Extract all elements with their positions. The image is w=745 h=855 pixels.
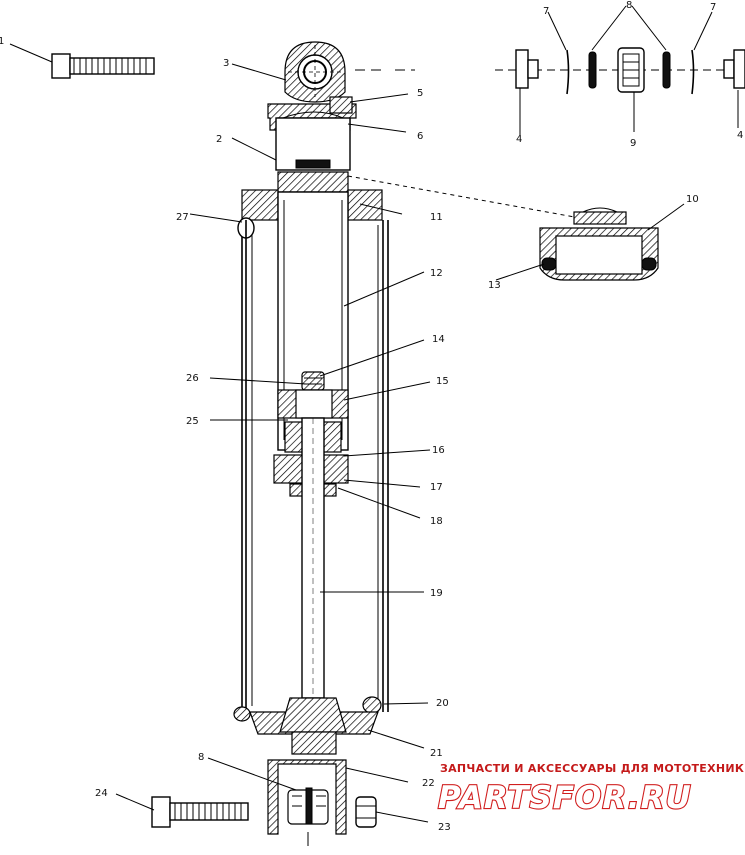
top-eyelet-part-3 xyxy=(267,41,415,131)
callout-23: 23 xyxy=(438,822,451,833)
leader-lines xyxy=(9,5,739,823)
callout-5: 5 xyxy=(417,88,423,99)
callout-16: 16 xyxy=(432,445,445,456)
callout-17: 17 xyxy=(430,482,443,493)
callout-8-bottom: 8 xyxy=(198,752,204,763)
upper-body-part-2 xyxy=(275,111,351,193)
callout-2: 2 xyxy=(216,134,222,145)
callout-22: 22 xyxy=(422,778,435,789)
callout-9: 9 xyxy=(630,138,636,149)
callout-25: 25 xyxy=(186,416,199,427)
nut-part-23 xyxy=(355,796,377,828)
bolt-part-24 xyxy=(151,796,249,828)
bushing-assembly-exploded-row xyxy=(495,47,745,95)
callout-27: 27 xyxy=(176,212,189,223)
callout-7-left: 7 xyxy=(543,6,549,17)
callout-3: 3 xyxy=(223,58,229,69)
callout-4-right: 4 xyxy=(737,130,743,141)
watermark-brand: PARTSFOR.RU xyxy=(438,780,692,816)
callout-18: 18 xyxy=(430,516,443,527)
callout-11: 11 xyxy=(430,212,443,223)
callout-labels: 1 2 3 4 4 5 6 7 7 8 8 9 10 11 12 13 14 1… xyxy=(0,0,743,833)
piston-inset-detail xyxy=(539,207,659,281)
callout-13: 13 xyxy=(488,280,501,291)
callout-15: 15 xyxy=(436,376,449,387)
bolt-part-1 xyxy=(51,53,155,79)
callout-20: 20 xyxy=(436,698,449,709)
callout-19: 19 xyxy=(430,588,443,599)
bottom-mount xyxy=(249,697,379,846)
callout-24: 24 xyxy=(95,788,108,799)
callout-4-left: 4 xyxy=(516,134,522,145)
callout-8-left: 8 xyxy=(626,0,632,11)
callout-1: 1 xyxy=(0,36,4,47)
callout-6: 6 xyxy=(417,131,423,142)
watermark: ЗАПЧАСТИ И АКСЕССУАРЫ ДЛЯ МОТОТЕХНИКИ PA… xyxy=(437,762,745,817)
callout-12: 12 xyxy=(430,268,443,279)
callout-26: 26 xyxy=(186,373,199,384)
piston-shaft-part-19 xyxy=(301,417,325,699)
inset-leader xyxy=(347,175,581,219)
callout-21: 21 xyxy=(430,748,443,759)
watermark-caption: ЗАПЧАСТИ И АКСЕССУАРЫ ДЛЯ МОТОТЕХНИКИ xyxy=(440,762,745,775)
callout-10: 10 xyxy=(686,194,699,205)
callout-14: 14 xyxy=(432,334,445,345)
callout-7-right: 7 xyxy=(710,2,716,13)
